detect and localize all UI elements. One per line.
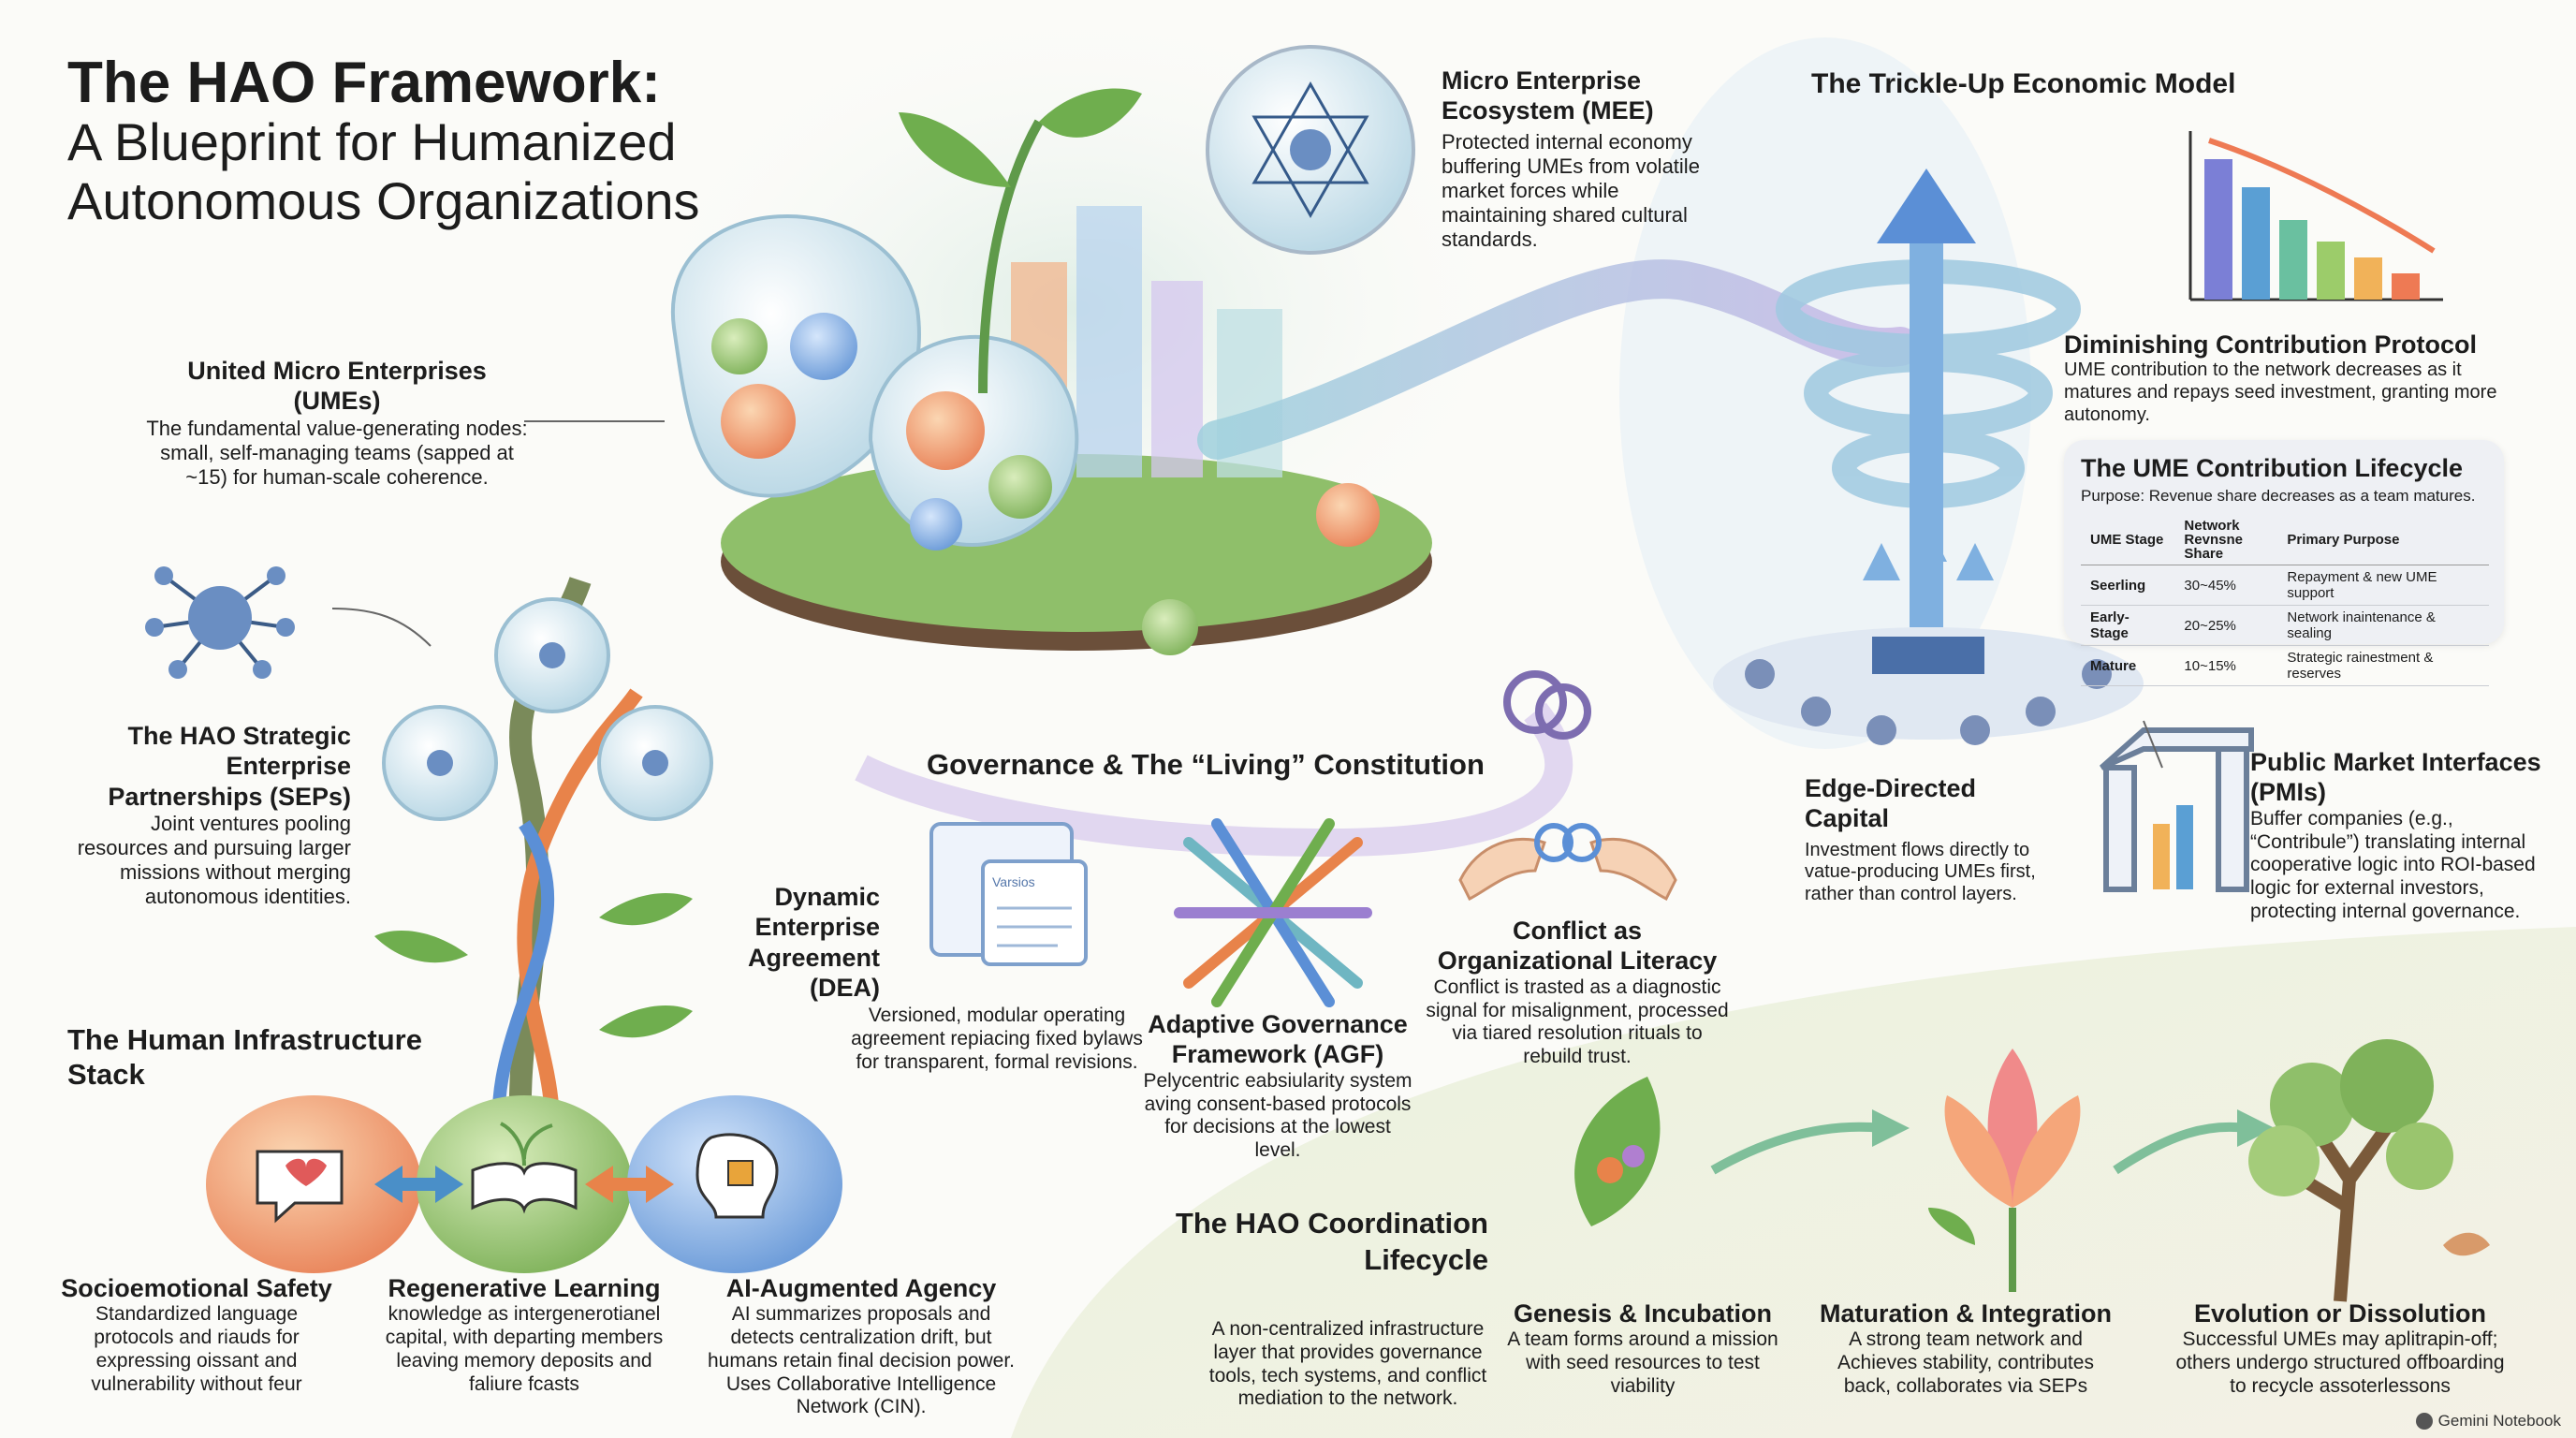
conflict-title: Conflict as Organizational Literacy: [1437, 917, 1718, 976]
maturation-block: Maturation & Integration A strong team n…: [1816, 1299, 2115, 1399]
title-block: The HAO Framework: A Blueprint for Human…: [67, 52, 700, 231]
page-title: The HAO Framework:: [67, 51, 661, 115]
learning-block: Regenerative Learning knowledge as inter…: [379, 1273, 669, 1396]
mee-block: Micro Enterprise Ecosystem (MEE) Protect…: [1442, 66, 1722, 252]
maturation-title: Maturation & Integration: [1820, 1299, 2112, 1328]
col-header-share: Network Revnsne Share: [2174, 515, 2278, 565]
table-row: Seerling 30~45% Repayment & new UME supp…: [2081, 565, 2489, 606]
cell-stage: Seerling: [2081, 565, 2175, 606]
evolution-title: Evolution or Dissolution: [2194, 1299, 2486, 1328]
evolution-block: Evolution or Dissolution Successful UMEs…: [2172, 1299, 2509, 1399]
cell-share: 30~45%: [2174, 565, 2278, 606]
pmi-block: Public Market Interfaces (PMIs) Buffer c…: [2250, 747, 2550, 924]
lifecycle-table-purpose: Purpose: Revenue share decreases as a te…: [2081, 487, 2476, 505]
safety-block: Socioemotional Safety Standardized langu…: [56, 1273, 337, 1396]
table-row: Early-Stage 20~25% Network inaintenance …: [2081, 605, 2489, 646]
coordination-title: The HAO Coordination Lifecycle: [1175, 1207, 1488, 1276]
dea-body: Versioned, modular operating agreement r…: [851, 1005, 1143, 1073]
edge-block: Edge-Directed Capital Investment flows d…: [1805, 773, 2067, 906]
lifecycle-table-title: The UME Contribution Lifecycle: [2081, 454, 2464, 482]
conflict-block: Conflict as Organizational Literacy Conf…: [1423, 916, 1732, 1069]
table-row: Mature 10~15% Strategic rainestment & re…: [2081, 645, 2489, 686]
maturation-body: A strong team network and Achieves stabi…: [1837, 1328, 2094, 1397]
ai-title: AI-Augmented Agency: [725, 1274, 997, 1302]
genesis-title: Genesis & Incubation: [1513, 1299, 1773, 1328]
cell-share: 20~25%: [2174, 605, 2278, 646]
seps-title: The HAO Strategic Enterprise Partnership…: [108, 722, 351, 811]
learning-body: knowledge as intergenerotianel capital, …: [385, 1303, 664, 1395]
col-header-purpose: Primary Purpose: [2277, 515, 2489, 565]
edge-body: Investment flows directly to vatue-produ…: [1805, 839, 2036, 904]
trickle-title: The Trickle-Up Economic Model: [1811, 68, 2236, 99]
coordination-body: A non-centralized infrastructure layer t…: [1208, 1318, 1487, 1410]
mee-title: Micro Enterprise Ecosystem (MEE): [1442, 66, 1654, 125]
pmi-body: Buffer companies (e.g., “Contribule”) tr…: [2250, 807, 2536, 922]
cell-purpose: Repayment & new UME support: [2277, 565, 2489, 606]
cell-share: 10~15%: [2174, 645, 2278, 686]
dcp-block: Diminishing Contribution Protocol UME co…: [2064, 330, 2532, 426]
umes-block: United Micro Enterprises (UMEs) The fund…: [140, 356, 534, 490]
safety-title: Socioemotional Safety: [61, 1274, 332, 1302]
governance-title: Governance & The “Living” Constitution: [927, 748, 1485, 781]
conflict-body: Conflict is trasted as a diagnostic sign…: [1426, 976, 1729, 1068]
dcp-body: UME contribution to the network decrease…: [2064, 360, 2497, 425]
mee-body: Protected internal economy buffering UME…: [1442, 129, 1700, 251]
col-header-stage: UME Stage: [2081, 515, 2175, 565]
cell-purpose: Network inaintenance & sealing: [2277, 605, 2489, 646]
ai-body: AI summarizes proposals and detects cent…: [707, 1303, 1016, 1418]
safety-body: Standardized language protocols and riau…: [91, 1303, 302, 1395]
brand-icon: [2415, 1413, 2433, 1430]
dea-title: Dynamic Enterprise Agreement (DEA): [747, 883, 880, 1003]
page-subtitle-line1: A Blueprint for Humanized: [67, 112, 677, 172]
genesis-body: A team forms around a mission with seed …: [1507, 1328, 1778, 1397]
lifecycle-table-card: The UME Contribution Lifecycle Purpose: …: [2064, 440, 2504, 686]
ai-block: AI-Augmented Agency AI summarizes propos…: [707, 1273, 1016, 1419]
scroll-label: Varsios: [992, 874, 1035, 889]
page-subtitle-line2: Autonomous Organizations: [67, 170, 700, 230]
pmi-title: Public Market Interfaces (PMIs): [2250, 748, 2541, 807]
edge-title: Edge-Directed Capital: [1805, 774, 1977, 833]
learning-title: Regenerative Learning: [388, 1274, 661, 1302]
coordination-body-block: A non-centralized infrastructure layer t…: [1189, 1318, 1507, 1411]
seps-block: The HAO Strategic Enterprise Partnership…: [66, 721, 351, 909]
cell-stage: Mature: [2081, 645, 2175, 686]
umes-body: The fundamental value-generating nodes: …: [146, 416, 528, 489]
umes-title: United Micro Enterprises (UMEs): [187, 357, 487, 416]
seps-body: Joint ventures pooling resources and pur…: [77, 812, 351, 909]
cell-stage: Early-Stage: [2081, 605, 2175, 646]
agf-body: Pelycentric eabsiularity system aving co…: [1143, 1069, 1412, 1162]
brand-badge: Gemini Notebook: [2415, 1412, 2561, 1431]
agf-title: Adaptive Governance Framework (AGF): [1148, 1010, 1408, 1069]
evolution-body: Successful UMEs may aplitrapin-off; othe…: [2175, 1328, 2505, 1397]
dcp-title: Diminishing Contribution Protocol: [2064, 330, 2477, 359]
brand-label: Gemini Notebook: [2437, 1412, 2561, 1430]
genesis-block: Genesis & Incubation A team forms around…: [1502, 1299, 1783, 1399]
agf-block: Adaptive Governance Framework (AGF) Pely…: [1142, 1009, 1413, 1163]
human-stack-title: The Human Infrastructure Stack: [67, 1023, 422, 1092]
dea-body-block: Versioned, modular operating agreement r…: [847, 1005, 1147, 1074]
table-header-row: UME Stage Network Revnsne Share Primary …: [2081, 515, 2489, 565]
lifecycle-table: UME Stage Network Revnsne Share Primary …: [2081, 515, 2489, 686]
cell-purpose: Strategic rainestment & reserves: [2277, 645, 2489, 686]
